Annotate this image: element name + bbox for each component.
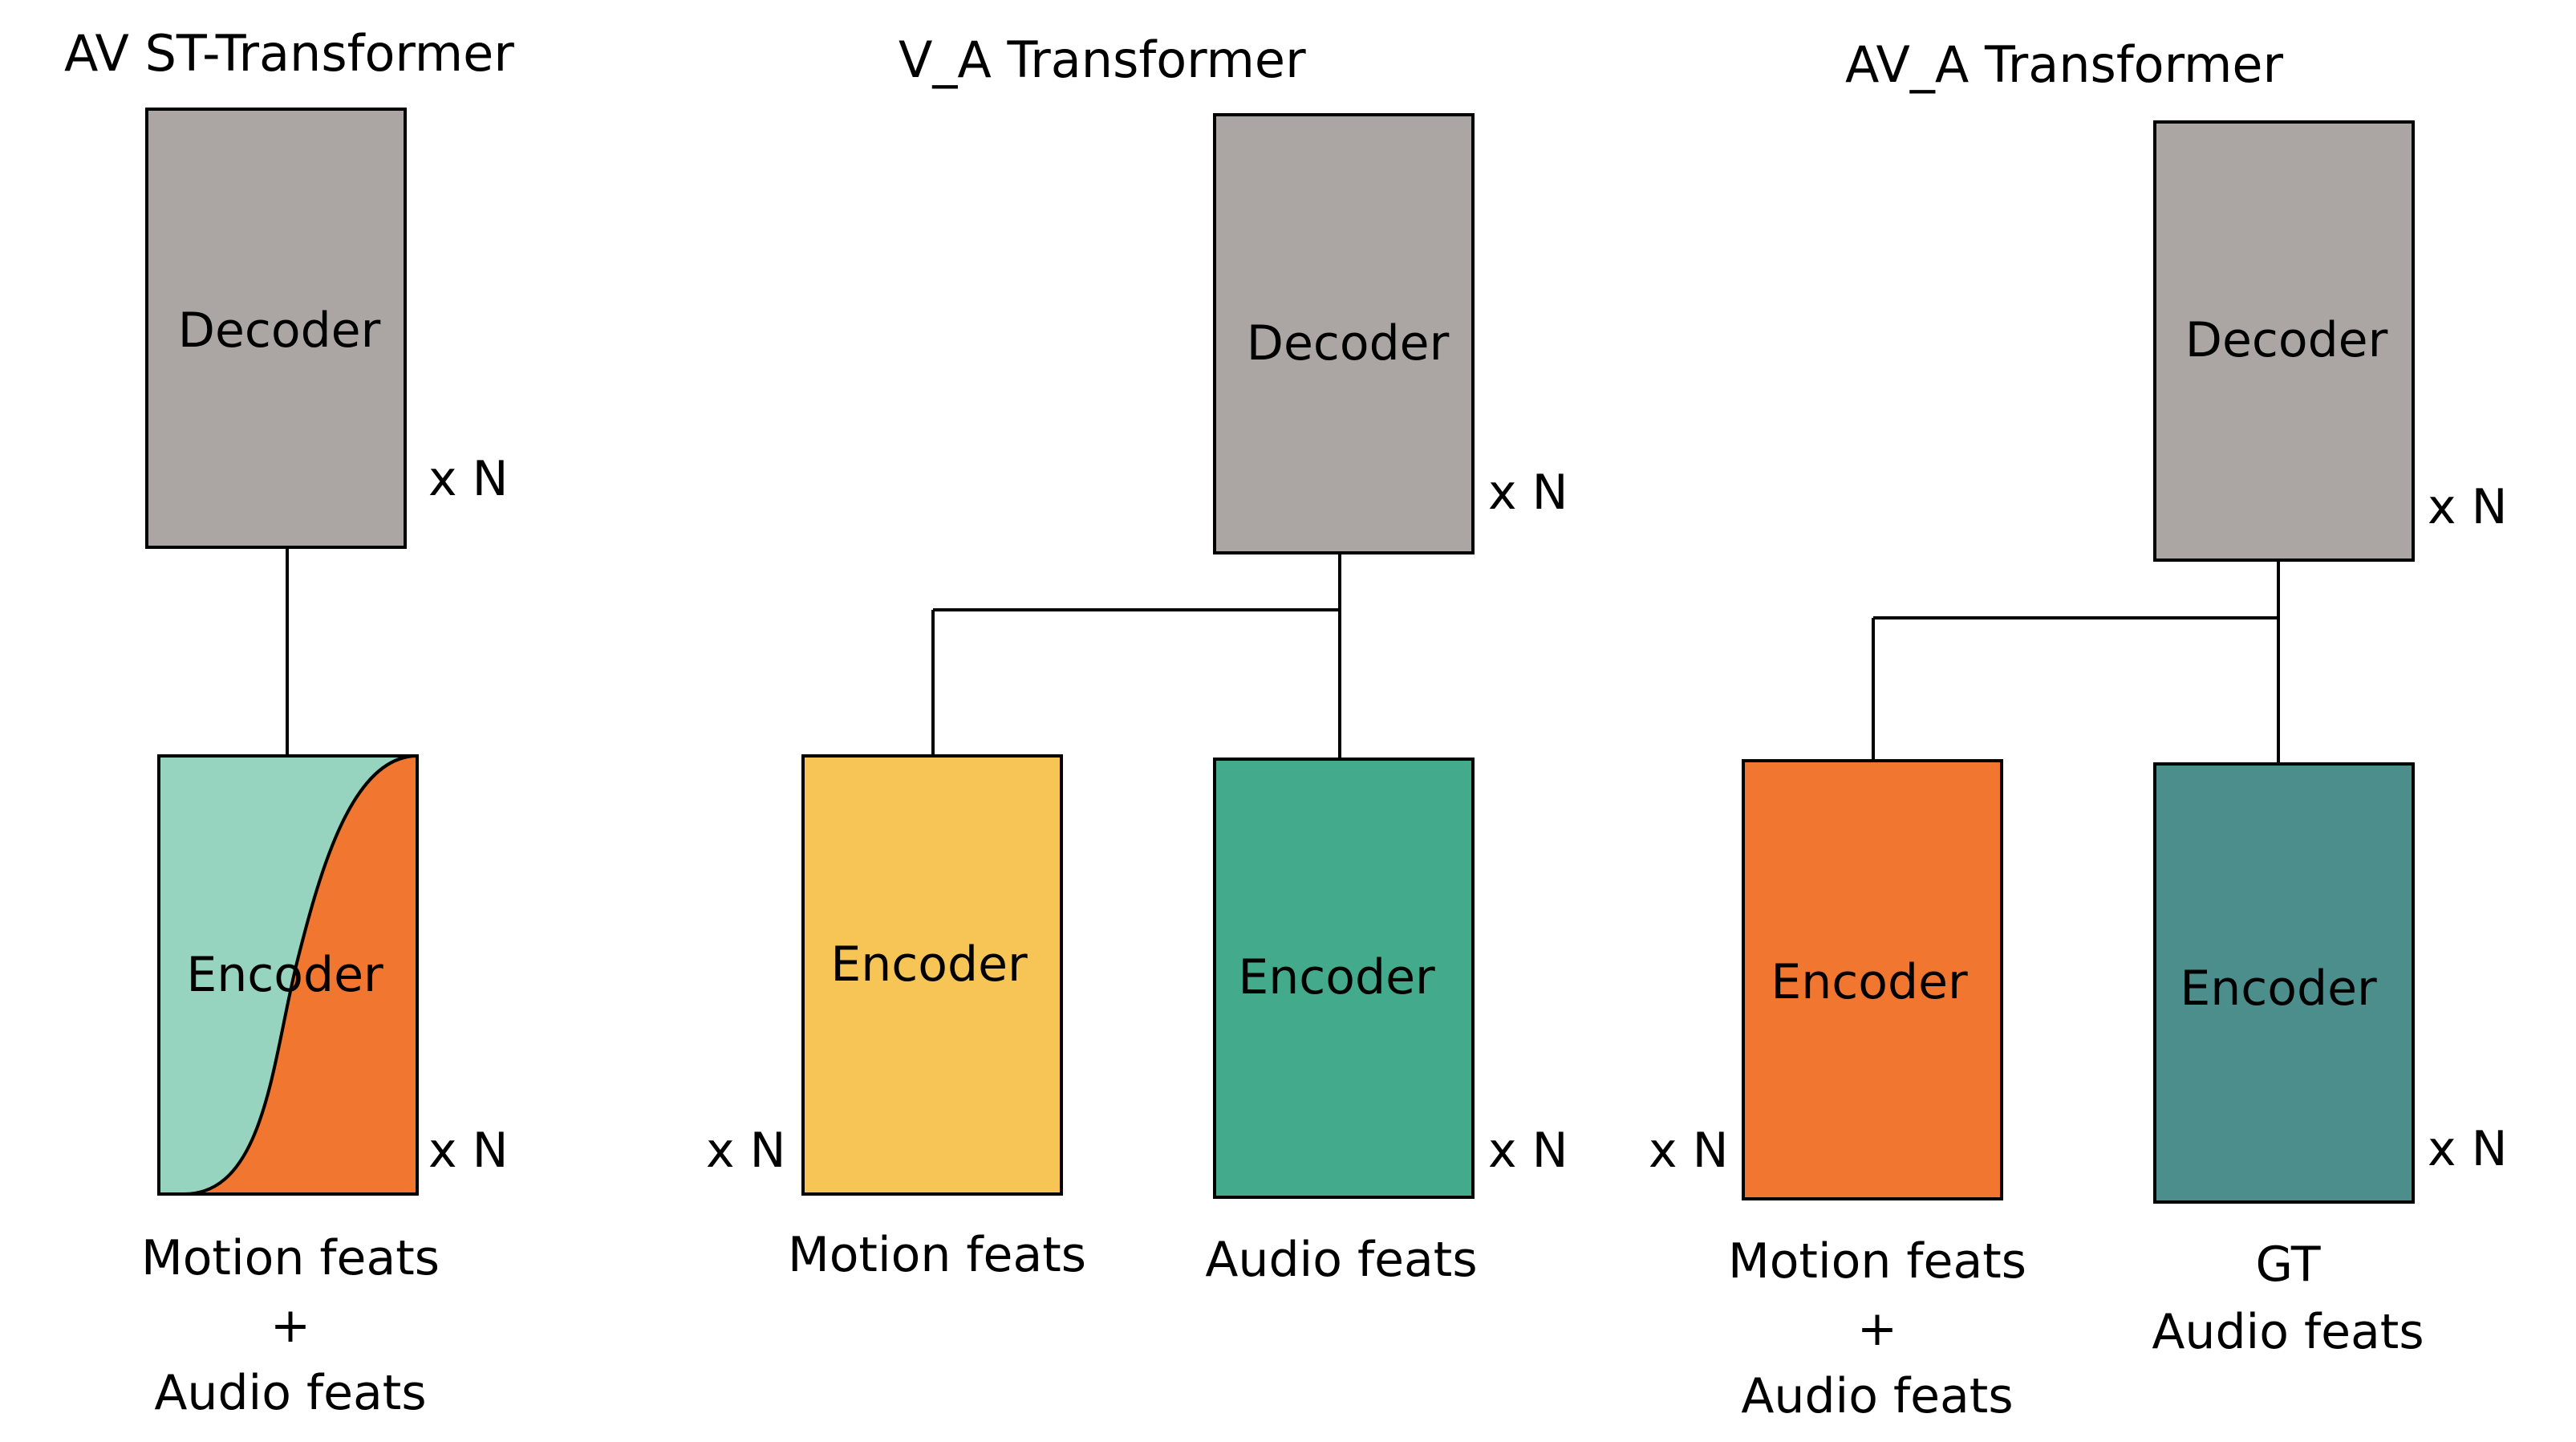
encoder-outline (157, 754, 419, 1196)
encoder-caption-line-1: Audio feats (1205, 1232, 1477, 1288)
encoder-caption-line-1: Motion feats (788, 1227, 1086, 1283)
connector-lines (1872, 560, 2280, 764)
encoder-box-motion (801, 754, 1063, 1196)
encoder-repeat-label: x N (1649, 1123, 1728, 1179)
decoder-box (1213, 113, 1475, 554)
panel-av-a-transformer: AV_A Transformer Decoder x N Encoder x N… (1649, 35, 2507, 1424)
decoder-box (2153, 120, 2415, 562)
encoder-repeat-label: x N (428, 1123, 508, 1179)
decoder-label: Decoder (178, 303, 381, 359)
encoder-caption-line-1: GT (2255, 1237, 2320, 1293)
encoder-repeat-label: x N (706, 1123, 785, 1179)
encoder-label: Encoder (2180, 961, 2377, 1017)
encoder-label: Encoder (830, 936, 1028, 993)
decoder-label: Decoder (2185, 312, 2388, 368)
encoder-caption-line-1: Motion feats (1728, 1233, 2026, 1290)
encoder-caption-line-2: Audio feats (2152, 1304, 2424, 1360)
decoder-repeat-label: x N (428, 451, 508, 507)
encoder-caption-line-3: Audio feats (154, 1365, 426, 1421)
decoder-repeat-label: x N (1488, 465, 1568, 521)
encoder-repeat-label: x N (1488, 1123, 1568, 1179)
panel-title: V_A Transformer (899, 30, 1306, 89)
encoder-box-mixed (157, 754, 419, 1196)
encoder-box-audio (1213, 758, 1475, 1199)
connector-lines (931, 553, 1341, 759)
panel-title: AV ST-Transformer (64, 24, 514, 83)
encoder-repeat-label: x N (2428, 1121, 2507, 1177)
encoder-box-av (1742, 759, 2003, 1200)
encoder-caption-line-2: + (270, 1298, 310, 1354)
encoder-blend-curve (184, 754, 418, 1196)
encoder-label: Encoder (1771, 954, 1968, 1010)
encoder-right-fill (185, 756, 417, 1194)
panel-v-a-transformer: V_A Transformer Decoder x N Encoder x N … (706, 30, 1568, 1288)
encoder-caption-line-3: Audio feats (1741, 1368, 2013, 1424)
encoder-box-gt-audio (2153, 762, 2415, 1204)
encoder-caption-line-2: + (1857, 1301, 1897, 1357)
decoder-label: Decoder (1247, 315, 1450, 372)
decoder-box (145, 108, 407, 549)
encoder-caption-line-1: Motion feats (141, 1230, 440, 1286)
encoder-label: Encoder (186, 947, 383, 1003)
panel-av-st-transformer: AV ST-Transformer Decoder x N Encoder x … (64, 24, 514, 1421)
panel-title: AV_A Transformer (1845, 35, 2284, 94)
encoder-label: Encoder (1238, 949, 1435, 1005)
decoder-repeat-label: x N (2428, 479, 2507, 535)
